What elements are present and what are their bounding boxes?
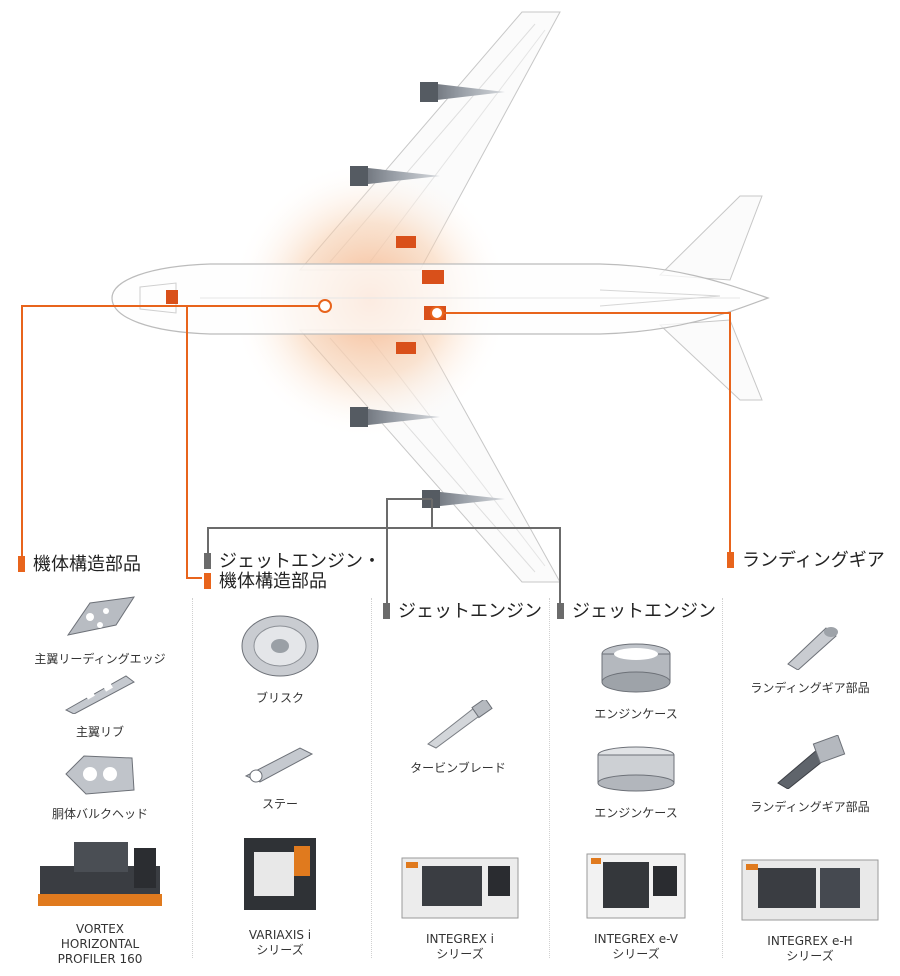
integrex-i-machine-image — [401, 857, 519, 919]
machine-integrex-ev: INTEGREX e-V シリーズ — [556, 848, 716, 962]
engine-3 — [350, 407, 440, 427]
category-jet-airframe: ジェットエンジン・ 機体構造部品 — [204, 552, 381, 592]
machine-variaxis: VARIAXIS i シリーズ — [202, 828, 358, 958]
part-blisk: ブリスク — [200, 608, 360, 706]
column-divider — [722, 598, 723, 958]
engine-2 — [350, 166, 440, 186]
integrex-ev-machine-image — [586, 853, 686, 919]
integrex-eh-machine-image — [741, 859, 879, 921]
category-jet-engine-2: ジェットエンジン — [557, 602, 716, 622]
landing-gear-assembly-image — [777, 734, 846, 790]
wing-leading-edge-image — [66, 596, 136, 636]
column-divider — [549, 598, 550, 958]
landing-gear-part-image — [787, 627, 838, 671]
gray-marker — [204, 553, 211, 569]
lower-tail — [658, 319, 763, 401]
gray-marker — [557, 603, 564, 619]
connector-jet-2 — [207, 527, 561, 610]
hotspot-gear — [430, 306, 444, 320]
part-wing-leading-edge: 主翼リーディングエッジ — [20, 595, 180, 667]
machine-integrex-eh: INTEGREX e-H シリーズ — [728, 854, 892, 964]
part-turbine-blade: タービンブレード — [378, 697, 538, 776]
machine-integrex-i: INTEGREX i シリーズ — [380, 852, 540, 962]
part-bulkhead: 胴体バルクヘッド — [20, 752, 180, 822]
category-airframe: 機体構造部品 — [18, 555, 141, 575]
part-stay: ステー — [200, 742, 360, 812]
part-wing-rib: 主翼リブ — [20, 670, 180, 740]
part-engine-case-1: エンジンケース — [556, 640, 716, 722]
fuselage — [111, 263, 770, 335]
category-jet-engine-1: ジェットエンジン — [383, 602, 542, 622]
engine-case-ring-image — [601, 643, 671, 693]
category-landing-gear: ランディングギア — [727, 551, 885, 571]
variaxis-machine-image — [244, 838, 316, 910]
stay-image — [244, 747, 314, 783]
column-divider — [192, 598, 193, 958]
machine-vortex: VORTEX HORIZONTAL PROFILER 160 — [18, 836, 182, 967]
connector-landing — [437, 312, 731, 554]
upper-tail — [658, 195, 763, 281]
part-landing-gear-2: ランディングギア部品 — [730, 734, 890, 815]
turbine-blade-image — [427, 697, 493, 749]
orange-marker — [18, 556, 25, 572]
bulkhead-image — [65, 755, 135, 795]
vortex-machine-image — [38, 842, 162, 906]
blisk-image — [241, 615, 319, 677]
engine-case-cylinder-image — [597, 746, 675, 792]
connector-airframe — [21, 305, 325, 560]
column-divider — [371, 598, 372, 958]
part-landing-gear-1: ランディングギア部品 — [730, 620, 890, 696]
orange-marker — [727, 552, 734, 568]
orange-marker — [204, 573, 211, 589]
connector-jet — [386, 498, 432, 610]
hotspot-fuselage — [318, 299, 332, 313]
gray-marker — [383, 603, 390, 619]
engine-1 — [420, 82, 505, 102]
wing-rib-image — [64, 675, 135, 715]
part-engine-case-2: エンジンケース — [556, 745, 716, 821]
connector-airframe-2 — [186, 306, 202, 579]
